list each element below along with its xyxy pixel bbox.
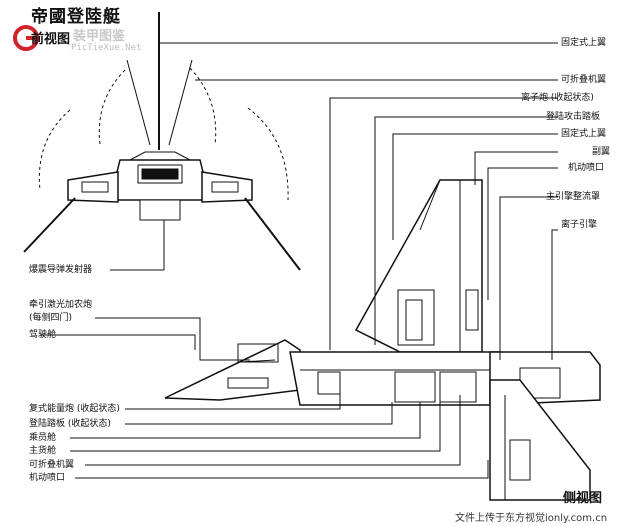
diagram-title: 帝國登陸艇 xyxy=(31,7,121,27)
label-maneuver-jet-lower: 机动喷口 xyxy=(29,473,66,483)
label-folding-wing-lower: 可折叠机翼 xyxy=(29,460,75,470)
side-view-drawing xyxy=(164,179,601,501)
label-tractor-laser: 牵引激光加农炮 xyxy=(29,300,93,310)
footer-credit: 文件上传于东方视觉ionly.com.cn xyxy=(455,513,608,524)
label-ion-engine: 离子引擎 xyxy=(561,220,598,230)
front-view-label: 前视图 xyxy=(31,32,71,47)
watermark-text: 装甲图鉴 xyxy=(73,29,126,44)
label-crew-cabin: 乘员舱 xyxy=(29,433,57,443)
site-logo-icon xyxy=(13,25,39,51)
label-cockpit: 驾驶舱 xyxy=(29,330,57,340)
label-maneuver-jet: 机动喷口 xyxy=(568,163,605,173)
label-twin-energy-cannon: 复式能量炮 (收起状态) xyxy=(29,404,120,414)
watermark-url: PicTieXue.Net xyxy=(71,43,142,53)
right-leader-lines xyxy=(159,42,558,360)
label-aileron: 副翼 xyxy=(592,147,611,157)
label-ion-cannon: 离子炮 (收起状态) xyxy=(521,93,594,103)
label-four-per-side: (每侧四门) xyxy=(29,313,73,323)
label-assault-ramp: 登陆攻击踏板 xyxy=(546,112,601,122)
label-concussion-missile: 爆震导弹发射器 xyxy=(29,265,93,275)
side-view-label: 侧视图 xyxy=(563,491,603,506)
left-leader-lines xyxy=(40,269,489,479)
label-fixed-upper-wing: 固定式上翼 xyxy=(561,38,607,48)
label-fixed-upper-wing-2: 固定式上翼 xyxy=(561,129,607,139)
label-folding-wing: 可折叠机翼 xyxy=(561,75,607,85)
front-view-drawing xyxy=(23,12,301,271)
label-boarding-ramp: 登陆踏板 (收起状态) xyxy=(29,419,111,429)
label-engine-cowling: 主引擎整流罩 xyxy=(546,192,601,202)
label-main-cargo: 主货舱 xyxy=(29,446,57,456)
